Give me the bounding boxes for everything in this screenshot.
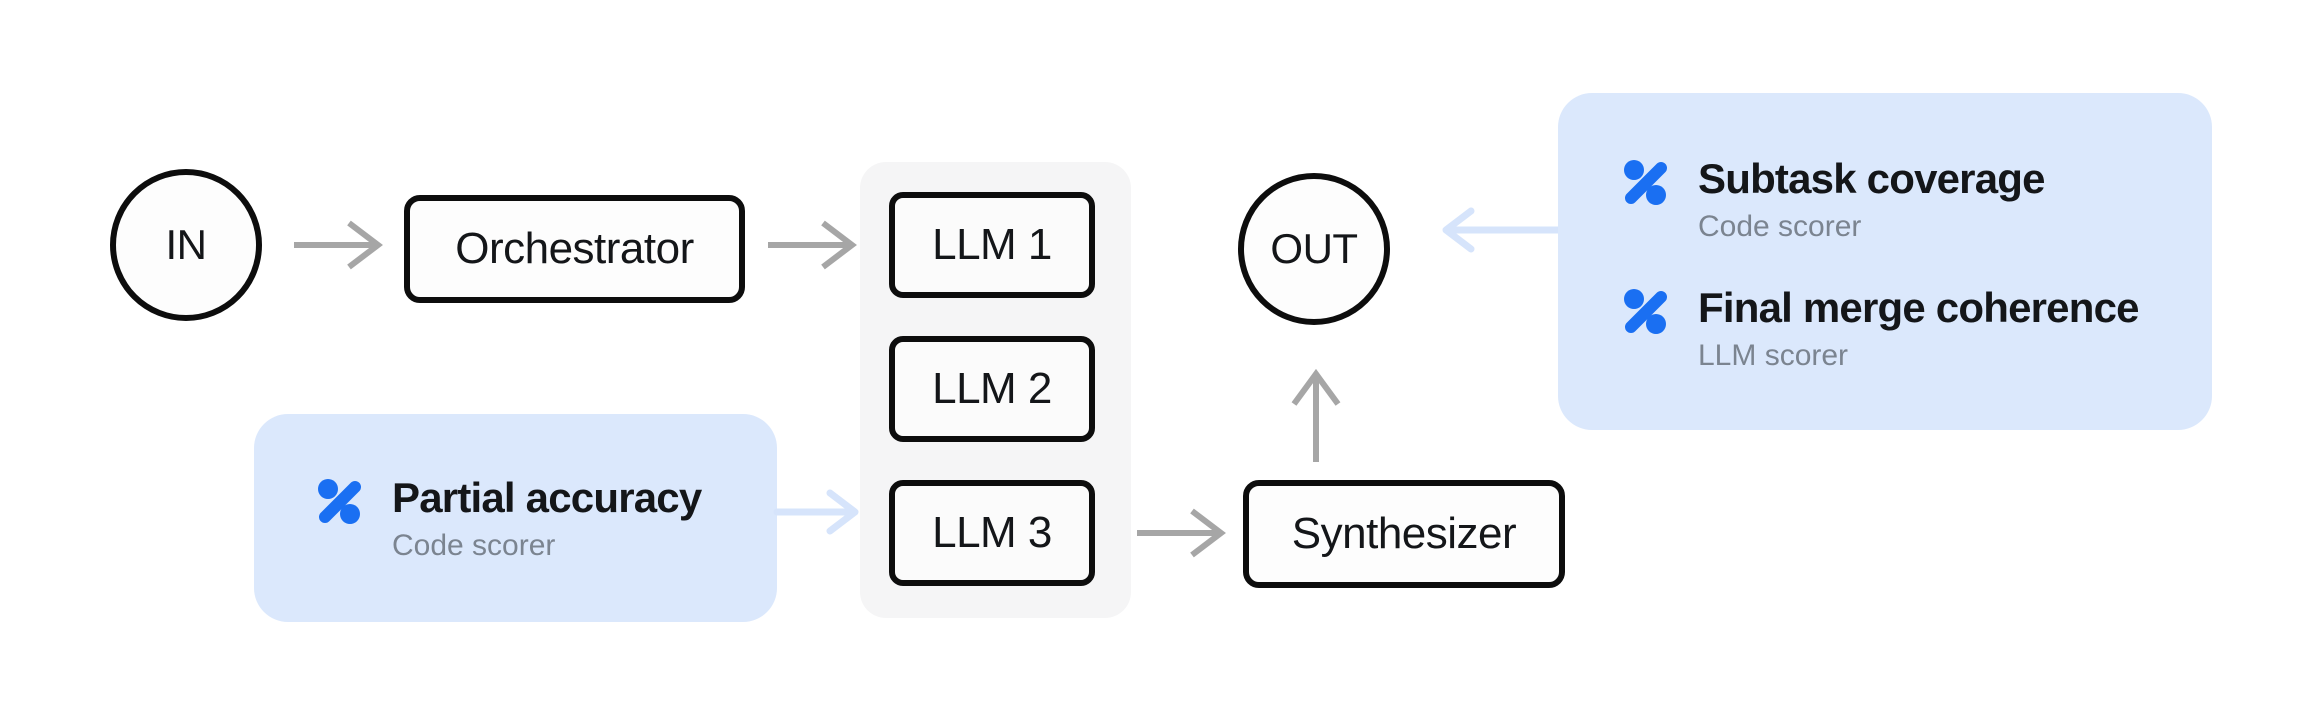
node-orchestrator: Orchestrator xyxy=(404,195,745,303)
scorer-text-partial-accuracy: Partial accuracy Code scorer xyxy=(392,472,702,565)
scorer-text-final-merge-coherence: Final merge coherence LLM scorer xyxy=(1698,282,2140,375)
scorer-text-subtask-coverage: Subtask coverage Code scorer xyxy=(1698,153,2046,246)
scorer-title: Partial accuracy xyxy=(392,473,702,521)
scorer-title: Subtask coverage xyxy=(1698,155,2046,202)
scorer-subtitle: Code scorer xyxy=(392,528,556,562)
node-synthesizer: Synthesizer xyxy=(1243,480,1565,588)
scorer-row-final-merge-coherence: Final merge coherence LLM scorer xyxy=(1622,282,2172,375)
scorer-panel-partial-accuracy: Partial accuracy Code scorer xyxy=(254,414,777,622)
node-llm-3: LLM 3 xyxy=(889,480,1095,586)
scorer-subtitle: Code scorer xyxy=(1698,210,1862,243)
node-llm-1: LLM 1 xyxy=(889,192,1095,298)
node-synthesizer-label: Synthesizer xyxy=(1291,509,1517,558)
scorer-row-partial-accuracy: Partial accuracy Code scorer xyxy=(316,472,702,565)
arrow-in-to-orchestrator-icon xyxy=(294,220,383,270)
arrow-orchestrator-to-llm1-icon xyxy=(768,220,857,270)
node-orchestrator-label: Orchestrator xyxy=(455,224,694,273)
worker-group: LLM 1 LLM 2 LLM 3 xyxy=(860,162,1131,618)
percent-scorer-icon xyxy=(318,478,361,524)
scorer-panel-output: Subtask coverage Code scorer Final merge… xyxy=(1558,93,2212,430)
node-out: OUT xyxy=(1238,173,1390,325)
node-llm-1-label: LLM 1 xyxy=(932,220,1052,269)
percent-scorer-icon xyxy=(1624,289,1667,334)
scorer-title: Final merge coherence xyxy=(1698,284,2140,331)
arrow-partial-accuracy-to-llm3-icon xyxy=(773,489,859,535)
node-llm-2: LLM 2 xyxy=(889,336,1095,442)
node-out-label: OUT xyxy=(1270,225,1358,272)
arrow-scorers-to-out-icon xyxy=(1442,207,1562,253)
arrow-synthesizer-to-out-icon xyxy=(1291,368,1341,462)
node-llm-3-label: LLM 3 xyxy=(932,508,1052,557)
node-in: IN xyxy=(110,169,262,321)
scorer-subtitle: LLM scorer xyxy=(1698,339,1849,372)
node-llm-2-label: LLM 2 xyxy=(932,364,1052,413)
node-in-label: IN xyxy=(165,221,208,268)
scorer-row-subtask-coverage: Subtask coverage Code scorer xyxy=(1622,153,2172,246)
arrow-llm3-to-synthesizer-icon xyxy=(1137,508,1226,558)
percent-scorer-icon xyxy=(1624,160,1667,205)
